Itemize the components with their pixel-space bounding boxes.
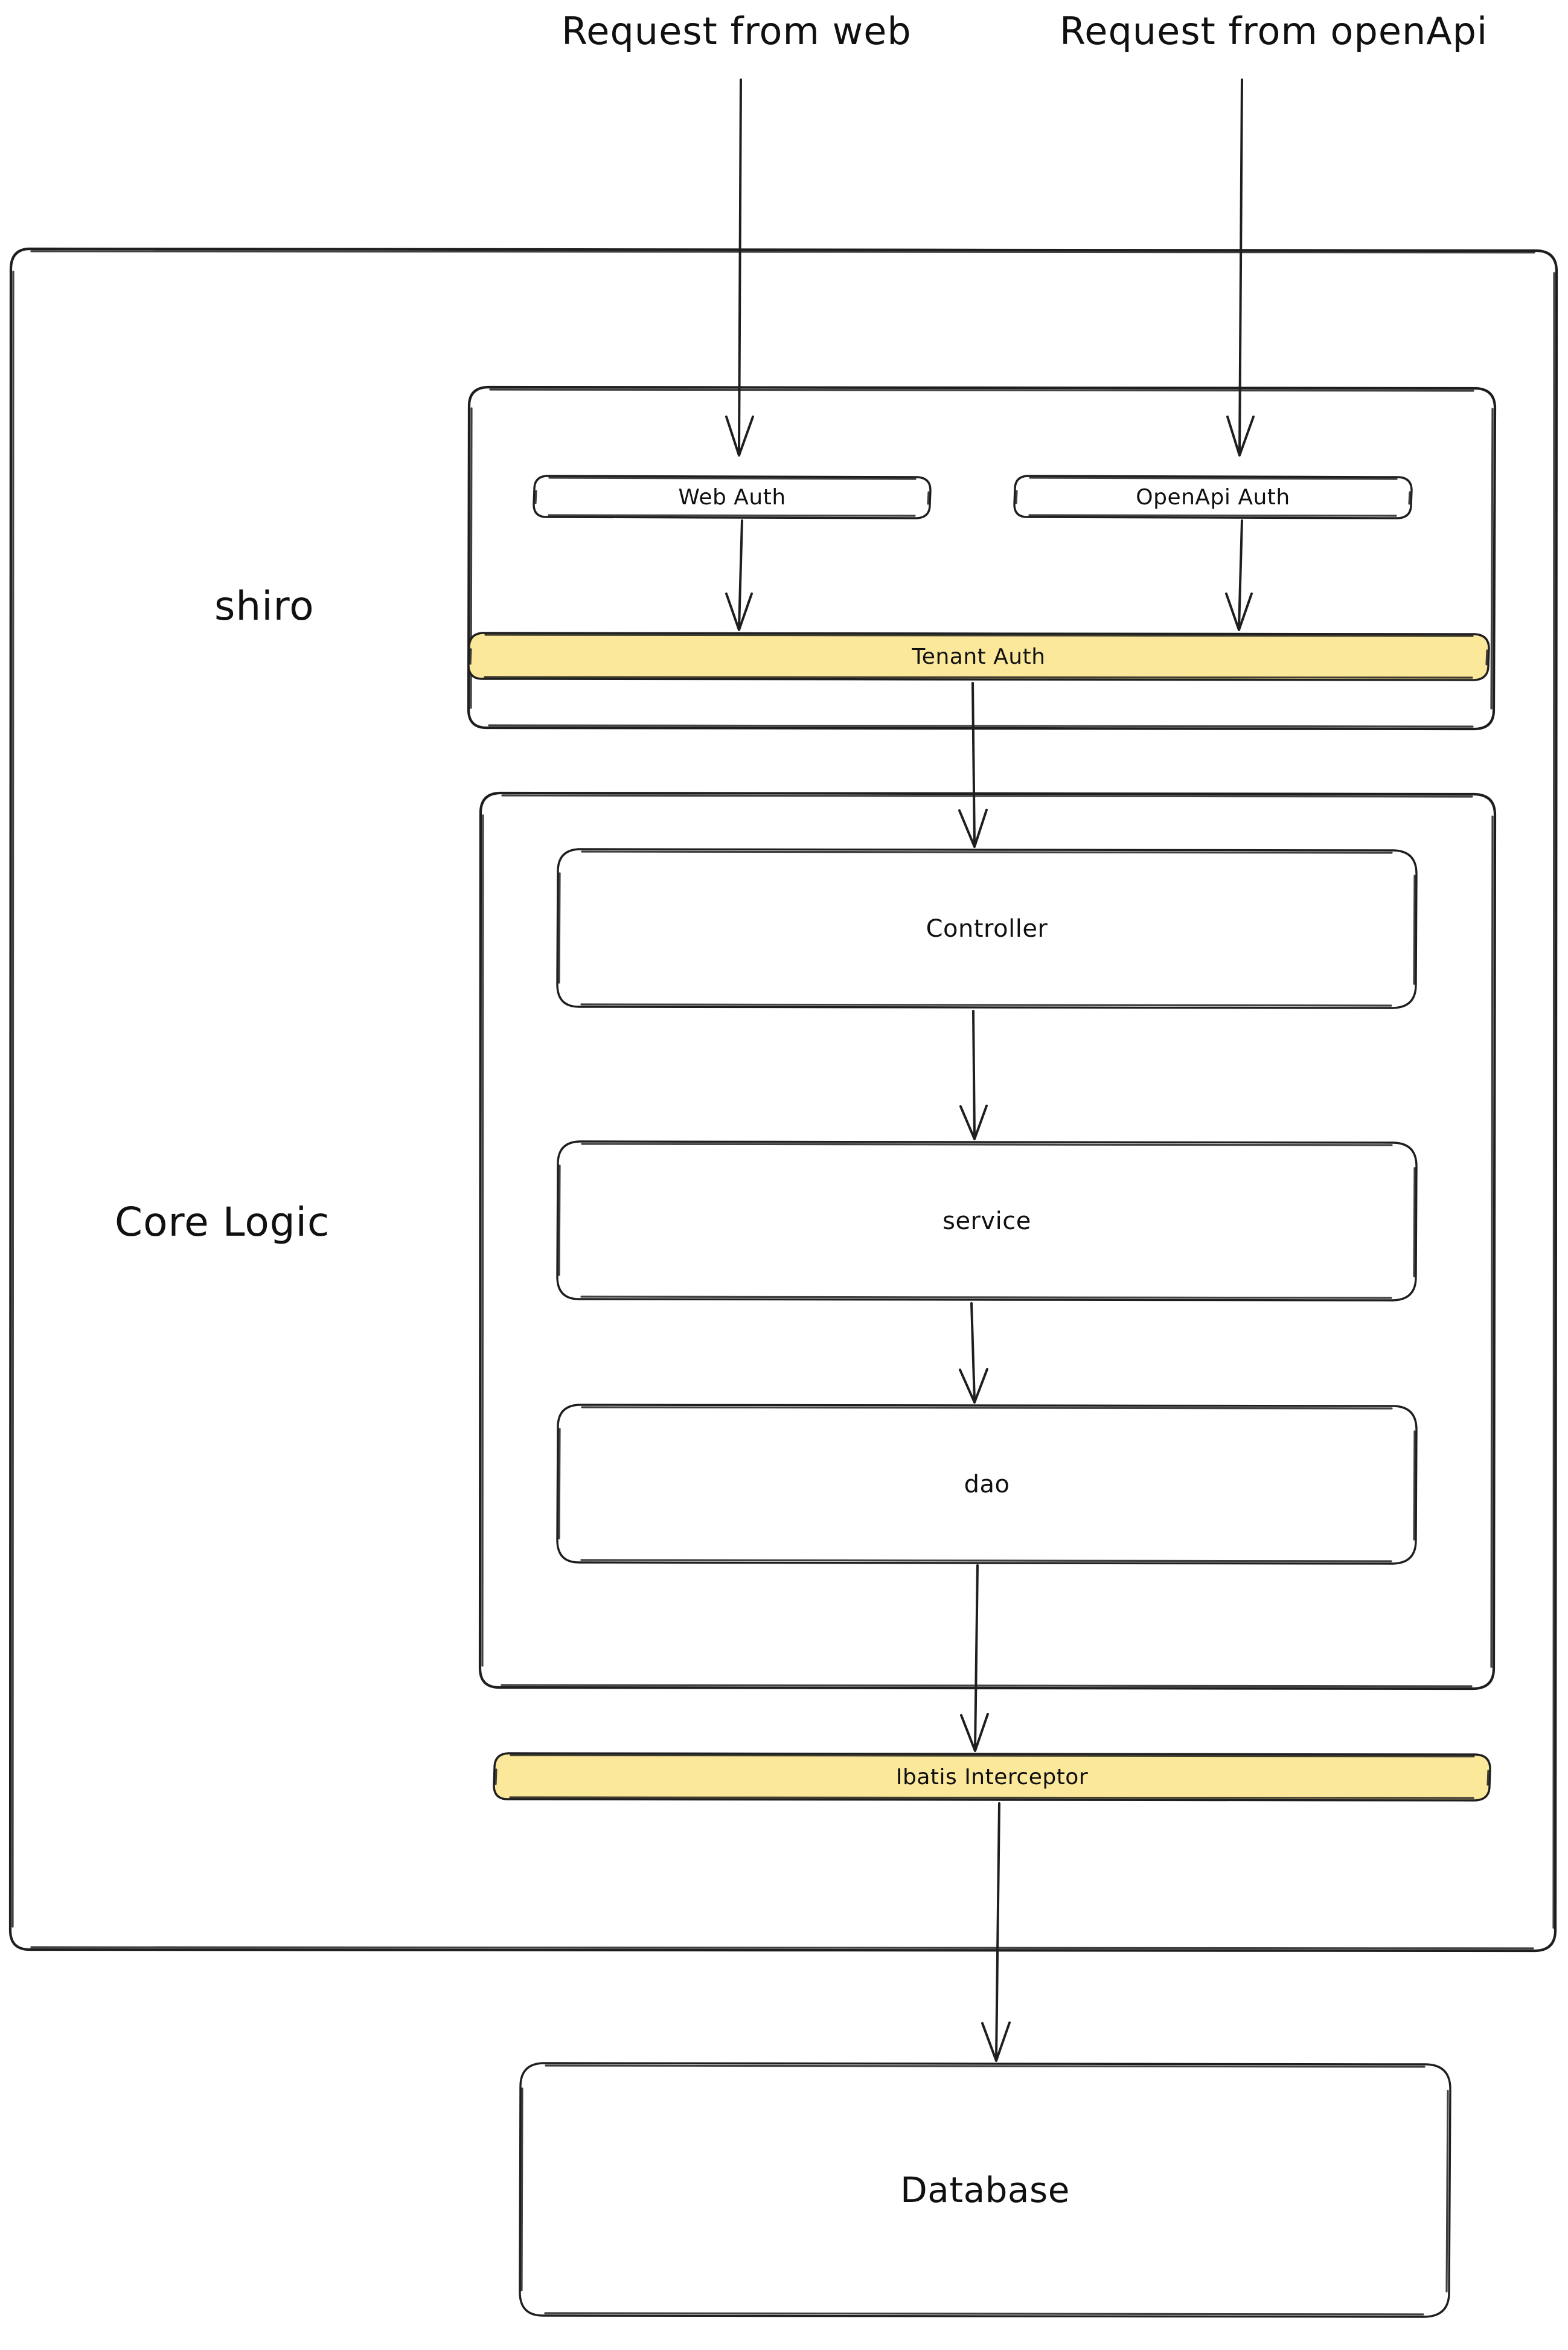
edge-tenant-auth-to-controller: [958, 682, 988, 848]
edge-web-auth-to-tenant-auth: [725, 519, 753, 631]
node-label-web-auth[interactable]: Web Auth: [678, 484, 786, 510]
edge-controller-to-service: [959, 1010, 988, 1140]
edge-request-web-to-web-auth: [725, 79, 754, 457]
edge-label-request-from-web: Request from web: [562, 9, 912, 53]
node-label-openapi-auth[interactable]: OpenApi Auth: [1136, 484, 1290, 510]
group-label-shiro: shiro: [214, 583, 315, 629]
group-label-core-logic: Core Logic: [115, 1199, 330, 1245]
node-label-controller[interactable]: Controller: [926, 914, 1048, 943]
node-label-database[interactable]: Database: [900, 2169, 1070, 2210]
edge-openapi-auth-to-tenant-auth: [1225, 519, 1253, 631]
edge-service-to-dao: [959, 1302, 988, 1404]
node-label-ibatis-interceptor[interactable]: Ibatis Interceptor: [895, 1764, 1089, 1790]
edge-ibatis-interceptor-to-database: [981, 1802, 1011, 2062]
node-label-service[interactable]: service: [942, 1207, 1031, 1235]
edge-request-openapi-to-openapi-auth: [1226, 79, 1255, 457]
edge-dao-to-ibatis-interceptor: [960, 1564, 989, 1752]
edge-label-request-from-openapi: Request from openApi: [1060, 9, 1488, 53]
node-label-tenant-auth[interactable]: Tenant Auth: [912, 644, 1046, 669]
node-label-dao[interactable]: dao: [964, 1470, 1010, 1498]
